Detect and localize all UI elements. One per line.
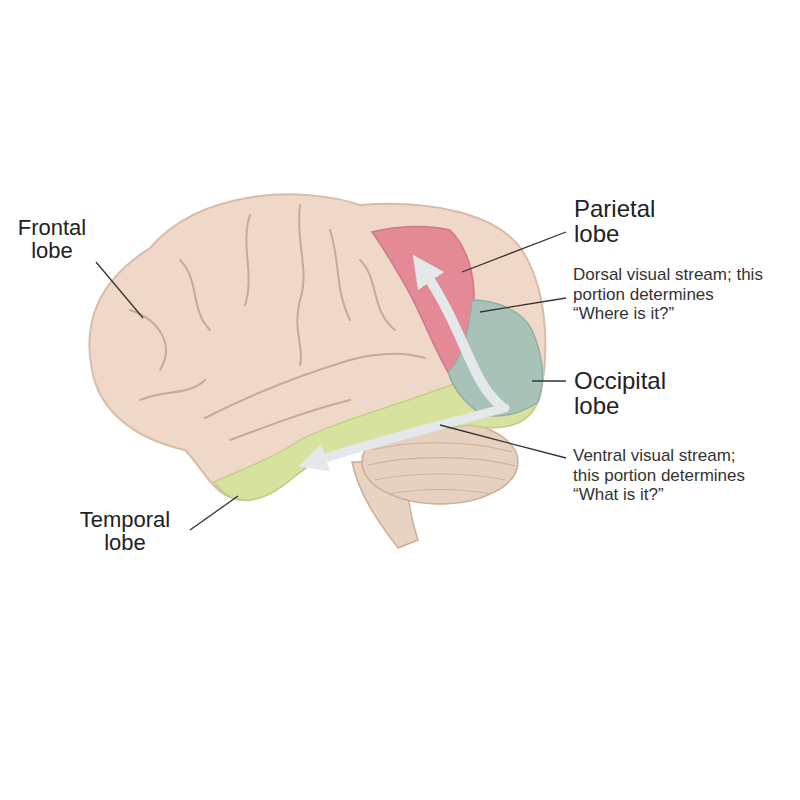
leader-line	[480, 298, 566, 312]
leader-line	[96, 262, 143, 318]
cerebrum	[89, 194, 545, 500]
stream-note: Dorsal visual stream; this portion deter…	[573, 265, 763, 324]
leader-lines	[96, 232, 566, 530]
lobe-label: Temporal lobe	[70, 508, 180, 554]
dorsal-stream-arrow	[422, 268, 500, 405]
sulci	[130, 205, 425, 440]
cerebellum-folia	[368, 443, 515, 494]
stream-note: Ventral visual stream; this portion dete…	[573, 446, 763, 505]
lobe-label: Parietal lobe	[574, 196, 694, 246]
lobe-label: Frontal lobe	[6, 216, 98, 262]
lobe-label: Occipital lobe	[574, 368, 694, 418]
leader-line	[532, 380, 566, 381]
parietal-region	[372, 226, 474, 372]
leader-line	[190, 496, 238, 530]
leader-line	[462, 232, 566, 272]
leader-line	[440, 425, 566, 458]
